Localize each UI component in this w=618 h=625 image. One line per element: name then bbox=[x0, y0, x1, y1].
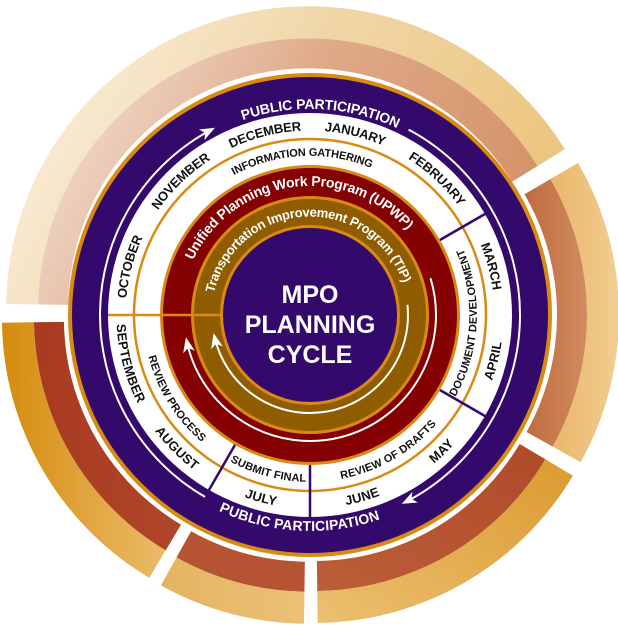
upwp-arrow-line bbox=[185, 277, 437, 442]
outer-inner-band bbox=[524, 179, 587, 447]
outer-outer-band bbox=[550, 163, 618, 463]
arrowhead-icon bbox=[198, 127, 215, 141]
outer-ring-segment bbox=[6, 6, 565, 305]
phase-divider bbox=[439, 212, 486, 242]
phase-divider bbox=[207, 444, 237, 491]
outer-ring-segment bbox=[316, 443, 573, 624]
tip-arrow-line bbox=[213, 304, 409, 414]
outer-ring-segment bbox=[524, 163, 618, 463]
arrowhead-icon bbox=[183, 337, 195, 354]
outer-inner-band bbox=[33, 321, 182, 551]
outer-outer-band bbox=[6, 6, 565, 305]
outer-outer-band bbox=[1, 322, 166, 578]
center-title-line: CYCLE bbox=[268, 341, 353, 369]
outer-ring-segment bbox=[1, 321, 182, 578]
center-title-line: MPO bbox=[282, 281, 339, 309]
outer-inner-band bbox=[316, 443, 546, 592]
center-circle bbox=[223, 228, 397, 402]
outer-inner-band bbox=[38, 38, 538, 305]
tip-arrow bbox=[211, 304, 409, 414]
center-title-line: PLANNING bbox=[245, 311, 376, 339]
arrowhead-icon bbox=[211, 333, 223, 350]
outer-outer-band bbox=[160, 557, 305, 624]
public-participation-arrow-left bbox=[99, 127, 215, 498]
arrowhead-icon bbox=[401, 491, 418, 504]
outer-ring-segment bbox=[160, 531, 305, 624]
outer-outer-band bbox=[317, 459, 573, 624]
phase-divider bbox=[439, 388, 486, 418]
public-participation-arrow-right-line bbox=[404, 128, 521, 504]
upwp-arrow bbox=[183, 277, 437, 442]
public-participation-arrow-left-line bbox=[99, 128, 212, 498]
public-participation-arrow-right bbox=[401, 128, 521, 504]
outer-inner-band bbox=[176, 531, 305, 592]
